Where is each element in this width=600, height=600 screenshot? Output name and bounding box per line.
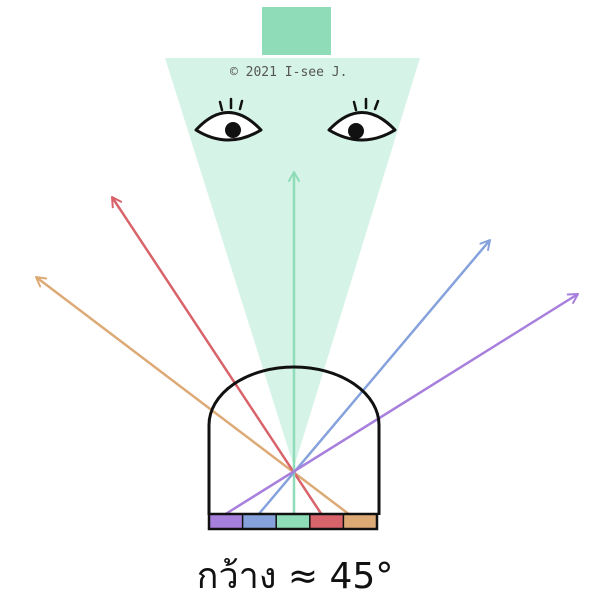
viewing-cone [165,58,420,467]
light-source-strip [207,512,379,531]
strip-green [276,514,310,529]
strip-blue [242,514,277,529]
strip-orange [343,514,377,529]
ray-red-arrow [110,196,324,516]
eye-icon [194,97,263,142]
strip-purple [209,514,243,529]
ray-purple-arrow [223,292,579,517]
eye-icon [327,97,397,142]
dome-housing [207,365,381,515]
copyright-text: © 2021 I-see J. [230,65,347,80]
caption-text: กว้าง ≈ 45° [197,556,394,597]
ray-orange-arrow [35,276,351,516]
viewer-block [262,7,331,55]
strip-red [309,514,344,529]
